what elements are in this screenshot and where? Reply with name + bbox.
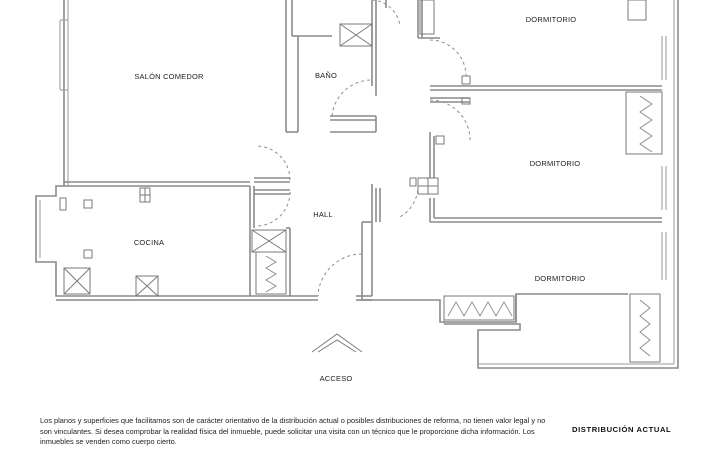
room-label-salon-comedor: SALÓN COMEDOR [134,72,204,81]
room-label-dormitorio-2: DORMITORIO [530,159,581,168]
legal-disclaimer: Los planos y superficies que facilitamos… [40,416,546,446]
entry-arrow [311,333,363,353]
outer-walls [35,0,679,369]
room-label-hall: HALL [313,210,333,219]
door-swings [255,0,471,297]
room-label-bano: BAÑO [315,71,337,80]
fixtures [59,0,663,363]
room-label-cocina: COCINA [134,238,164,247]
room-label-acceso: ACCESO [320,374,353,383]
room-label-dormitorio-3: DORMITORIO [535,274,586,283]
room-label-dormitorio-1: DORMITORIO [526,15,577,24]
floor-plan: SALÓN COMEDOR BAÑO DORMITORIO DORMITORIO… [35,0,679,383]
plan-title: DISTRIBUCIÓN ACTUAL [572,425,672,434]
